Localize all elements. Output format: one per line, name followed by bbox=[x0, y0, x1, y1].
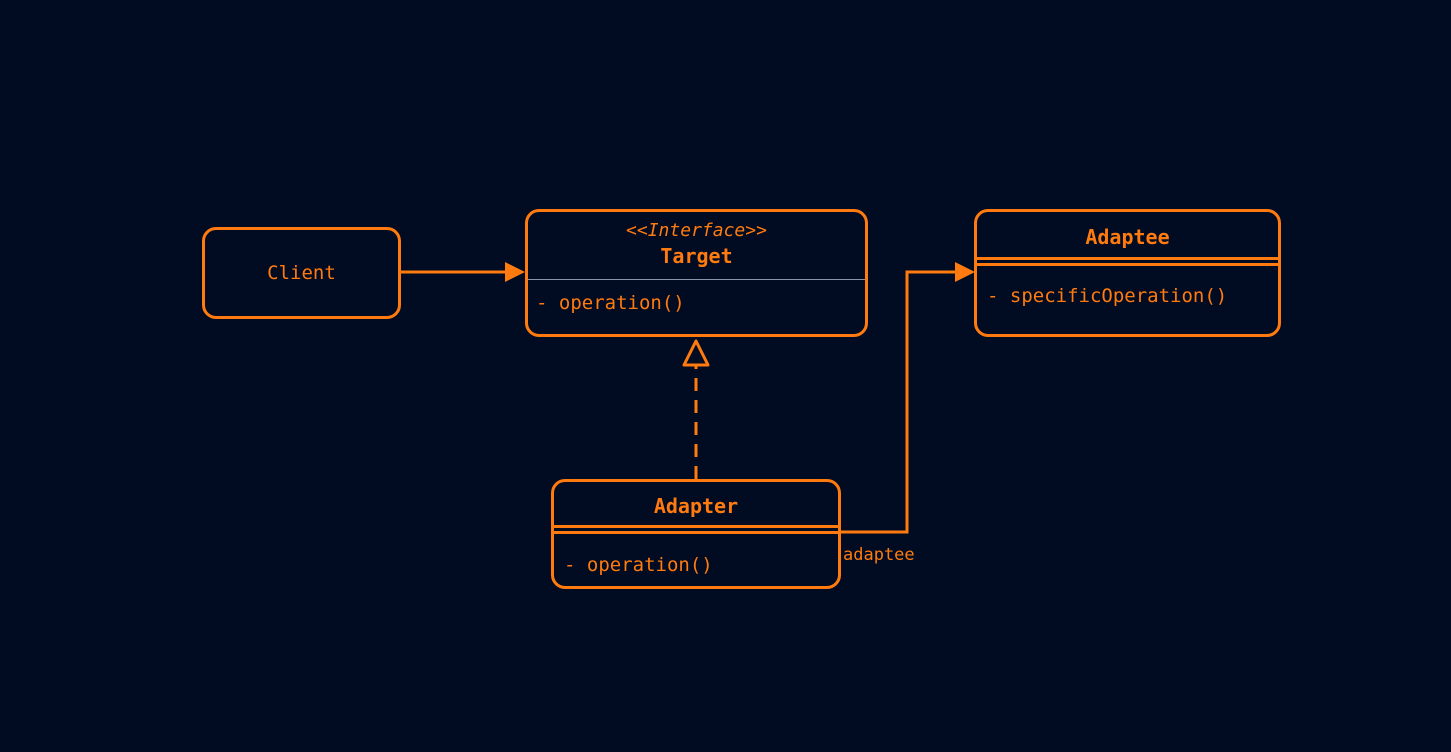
client-class-box[interactable]: Client bbox=[202, 227, 401, 319]
adapter-adaptee-arrowhead bbox=[955, 262, 975, 282]
adaptee-divider bbox=[977, 257, 1278, 266]
client-target-arrowhead bbox=[505, 262, 525, 282]
target-stereotype: <<Interface>> bbox=[626, 220, 767, 241]
adaptee-class-box[interactable]: Adaptee - specificOperation() bbox=[974, 209, 1281, 337]
target-interface-box[interactable]: <<Interface>> Target - operation() bbox=[525, 209, 868, 337]
target-name: Target bbox=[660, 244, 733, 268]
adapter-name: Adapter bbox=[653, 494, 739, 518]
realization-hollow-triangle bbox=[682, 339, 710, 367]
adaptee-role-label: adaptee bbox=[843, 545, 915, 565]
adaptee-name: Adaptee bbox=[1085, 225, 1170, 249]
adapter-member-operation: - operation() bbox=[564, 554, 713, 576]
target-member-operation: - operation() bbox=[536, 292, 685, 314]
adaptee-member-specific-operation: - specificOperation() bbox=[987, 285, 1228, 307]
adapter-adaptee-association-line bbox=[840, 270, 957, 534]
client-label: Client bbox=[267, 262, 336, 284]
adapter-class-box[interactable]: Adapter - operation() bbox=[551, 479, 841, 589]
adapter-divider bbox=[554, 525, 838, 534]
target-divider bbox=[528, 279, 865, 280]
